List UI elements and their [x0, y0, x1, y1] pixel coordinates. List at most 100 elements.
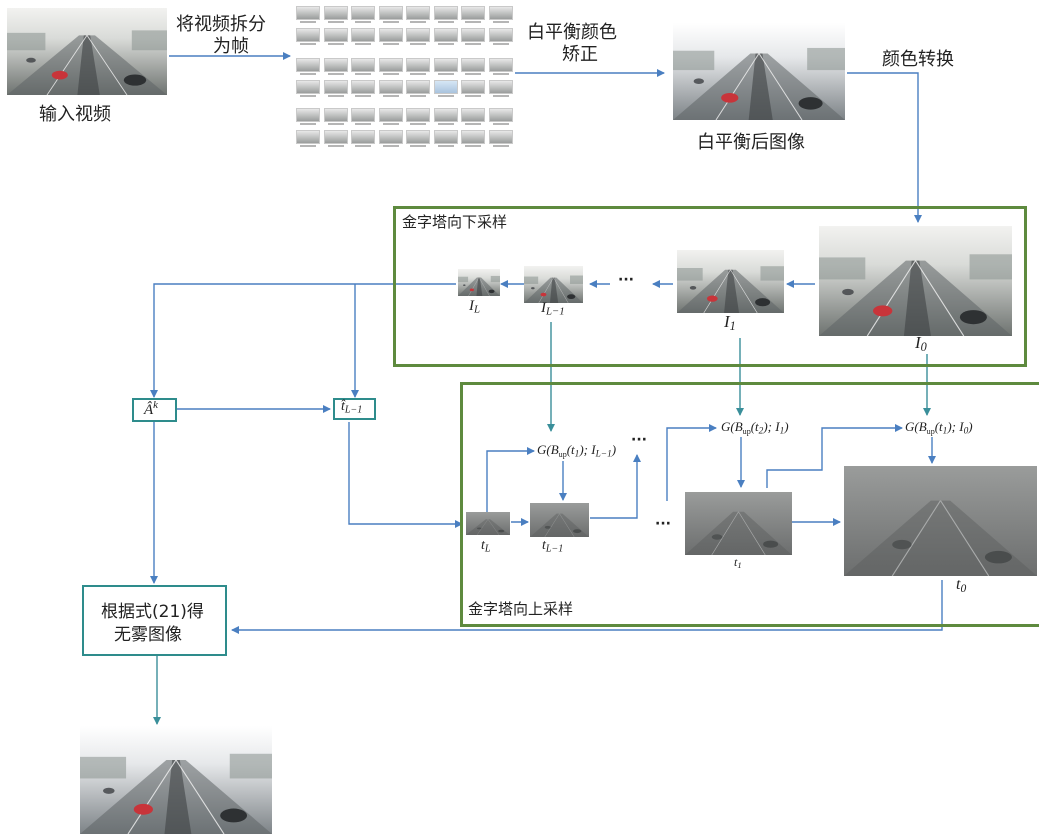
dehazed-output-image [80, 726, 272, 834]
frame-thumbnail [379, 58, 403, 72]
frame-caption [328, 21, 344, 23]
frame-caption [383, 123, 399, 125]
frame-thumbnail [296, 28, 320, 42]
frame-caption [300, 145, 316, 147]
frame-caption [410, 123, 426, 125]
frame-caption [328, 145, 344, 147]
frame-caption [410, 21, 426, 23]
frame-thumbnail [351, 6, 375, 20]
frame-thumbnail [351, 58, 375, 72]
guided-filter-label-3: G(Bup(t1); I0) [905, 419, 973, 436]
image-level-L [458, 269, 500, 296]
frame-caption [328, 123, 344, 125]
frame-thumbnail [489, 80, 513, 94]
frame-caption [410, 43, 426, 45]
frame-caption [328, 43, 344, 45]
frame-thumbnail [461, 58, 485, 72]
frame-thumbnail [379, 130, 403, 144]
frame-caption [438, 123, 454, 125]
frame-caption [493, 21, 509, 23]
label-t-L: tL [481, 538, 491, 555]
guided-filter-label-2: G(Bup(t2); I1) [721, 419, 789, 436]
frame-thumbnail [489, 130, 513, 144]
frame-caption [438, 43, 454, 45]
frame-caption [300, 123, 316, 125]
frame-caption [438, 95, 454, 97]
formula-label-2: 无雾图像 [114, 620, 182, 645]
label-I-L-minus-1: IL−1 [541, 300, 565, 318]
frame-caption [493, 43, 509, 45]
wb-correction-label-2: 矫正 [562, 40, 598, 66]
frame-thumbnail [406, 130, 430, 144]
frame-caption [383, 21, 399, 23]
ellipsis-up-1: ··· [631, 432, 647, 448]
frame-thumbnail [296, 6, 320, 20]
input-video-thumbnail [7, 8, 167, 95]
label-I-L: IL [469, 298, 480, 316]
guided-filter-label-1: G(Bup(t1); IL−1) [537, 442, 616, 459]
frame-thumbnail [461, 130, 485, 144]
frame-caption [383, 95, 399, 97]
white-balanced-image-label: 白平衡后图像 [697, 128, 805, 154]
frame-thumbnail [434, 6, 458, 20]
label-t-hat-L-minus-1: t̂L−1 [341, 399, 362, 416]
frame-caption [465, 95, 481, 97]
color-conversion-label: 颜色转换 [882, 45, 954, 71]
frame-caption [328, 95, 344, 97]
frame-thumbnail [324, 6, 348, 20]
frame-caption [300, 43, 316, 45]
frame-caption [410, 145, 426, 147]
frame-caption [300, 73, 316, 75]
frame-caption [355, 145, 371, 147]
frame-thumbnail [379, 108, 403, 122]
frame-thumbnail [379, 80, 403, 94]
label-I-0: I0 [915, 333, 927, 355]
frame-thumbnail [406, 6, 430, 20]
frame-caption [300, 21, 316, 23]
label-A-hat-k: Âk [144, 399, 158, 419]
label-I-1: I1 [724, 312, 736, 334]
label-t-0: t0 [956, 576, 966, 595]
frame-caption [328, 73, 344, 75]
frame-caption [410, 95, 426, 97]
frame-thumbnail [489, 108, 513, 122]
frame-caption [438, 73, 454, 75]
frame-thumbnail [351, 80, 375, 94]
transmission-level-0 [844, 466, 1037, 576]
frame-thumbnail [406, 58, 430, 72]
image-level-0 [819, 226, 1012, 336]
pyramid-upsample-label: 金字塔向上采样 [468, 598, 573, 619]
ellipsis-up-2: ··· [655, 516, 671, 532]
frame-thumbnail [296, 130, 320, 144]
frame-thumbnail [461, 80, 485, 94]
frame-thumbnail [434, 108, 458, 122]
frame-caption [300, 95, 316, 97]
frame-thumbnail [434, 130, 458, 144]
frame-thumbnail [461, 6, 485, 20]
frame-thumbnail [324, 28, 348, 42]
frame-caption [465, 145, 481, 147]
frame-caption [465, 21, 481, 23]
frame-thumbnail [351, 28, 375, 42]
frame-caption [465, 43, 481, 45]
frame-caption [410, 73, 426, 75]
frame-thumbnail [434, 58, 458, 72]
frame-thumbnail [296, 58, 320, 72]
frame-thumbnail [296, 80, 320, 94]
frame-caption [355, 43, 371, 45]
frame-caption [465, 123, 481, 125]
formula-label-1: 根据式(21)得 [101, 597, 204, 622]
frame-thumbnail [379, 6, 403, 20]
frame-caption [493, 95, 509, 97]
frame-caption [493, 145, 509, 147]
frame-thumbnail [461, 28, 485, 42]
white-balanced-image [673, 23, 845, 120]
frame-thumbnail [324, 80, 348, 94]
frame-caption [355, 95, 371, 97]
transmission-level-1 [685, 492, 792, 555]
pyramid-downsample-label: 金字塔向下采样 [402, 211, 507, 232]
frame-thumbnail [461, 108, 485, 122]
frame-caption [383, 145, 399, 147]
frame-thumbnail [351, 130, 375, 144]
